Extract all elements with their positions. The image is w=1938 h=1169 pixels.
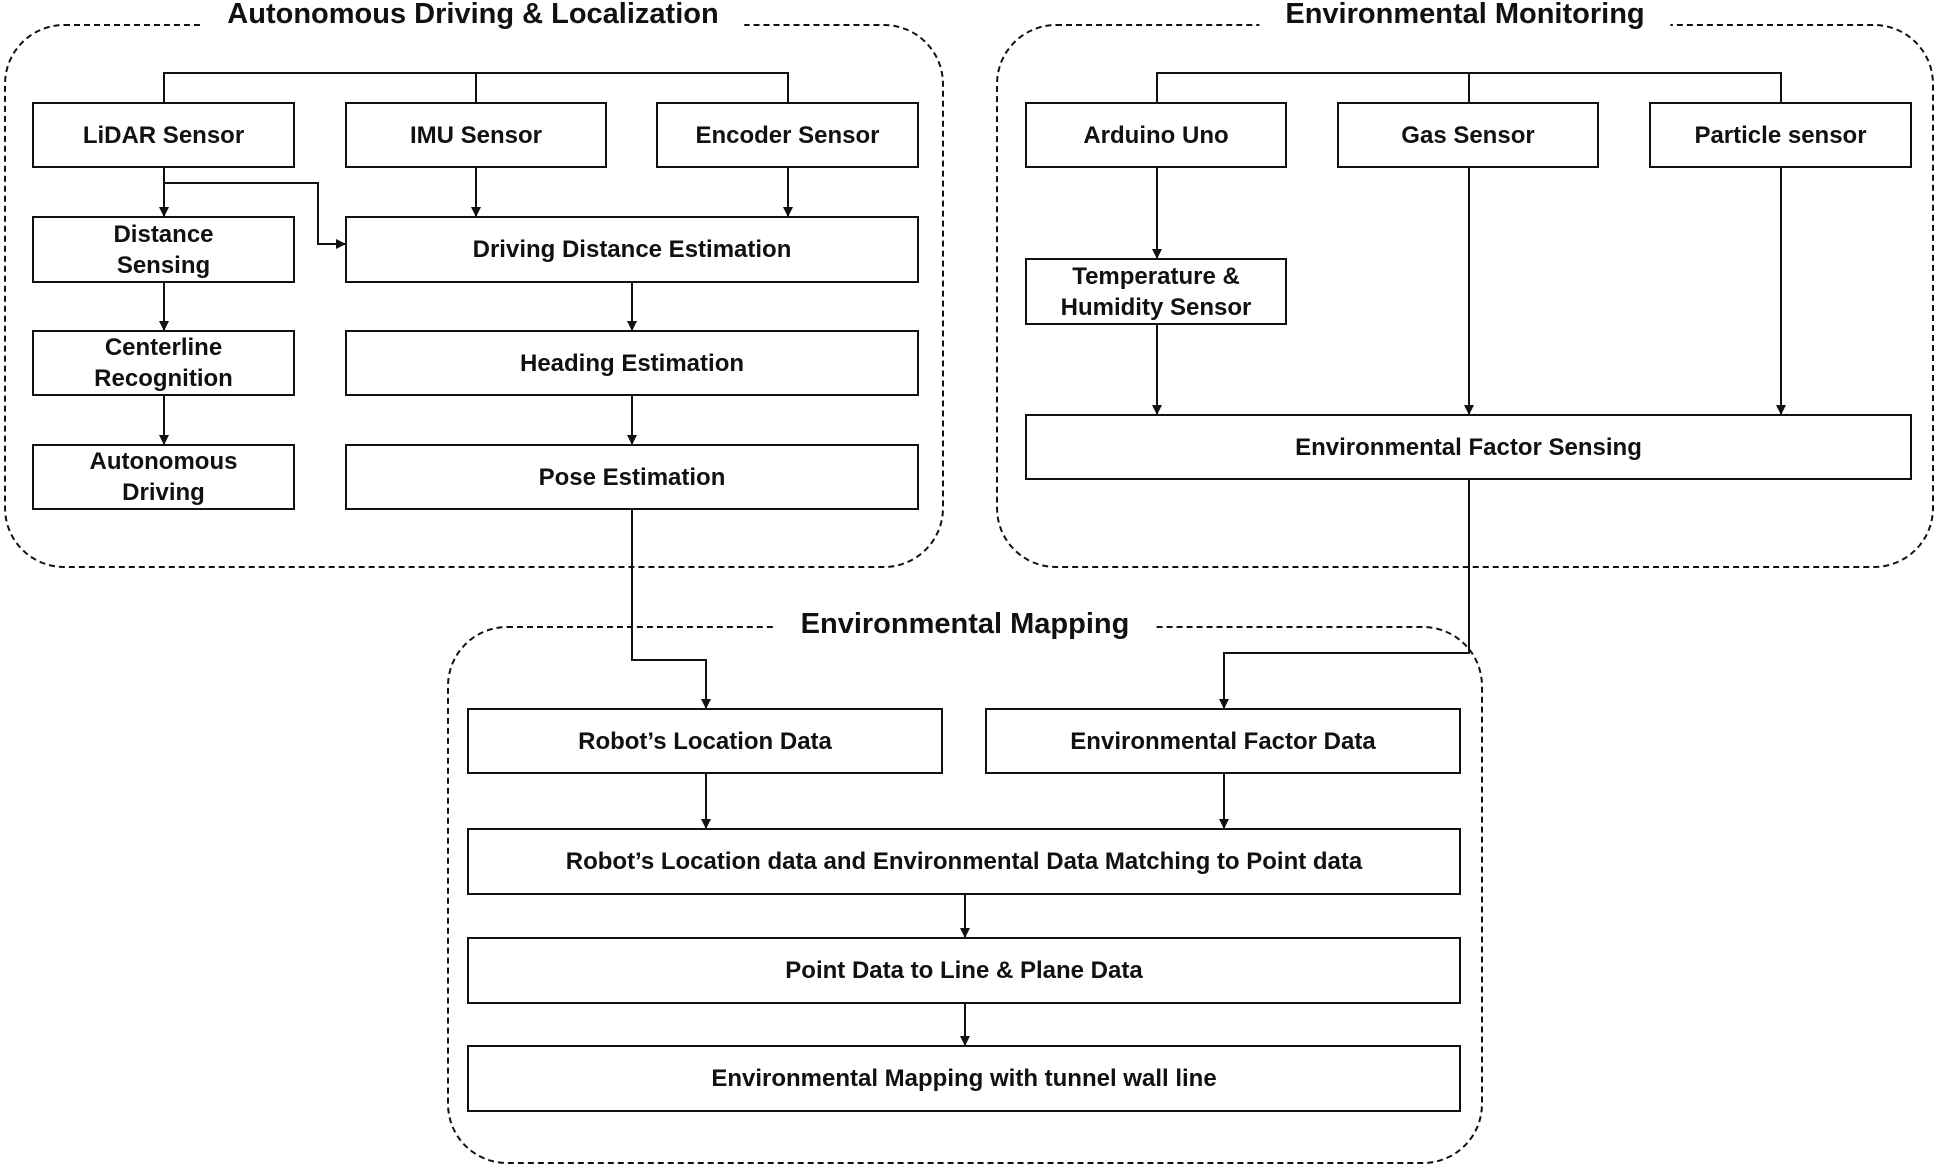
node-autonomous-driving: Autonomous Driving bbox=[32, 444, 295, 510]
node-lidar-sensor: LiDAR Sensor bbox=[32, 102, 295, 168]
edge-pose-robotlocation bbox=[631, 510, 711, 709]
node-particle-sensor: Particle sensor bbox=[1649, 102, 1912, 168]
node-environmental-factor-data: Environmental Factor Data bbox=[985, 708, 1461, 774]
node-heading-estimation: Heading Estimation bbox=[345, 330, 919, 396]
node-environmental-mapping-wall-line: Environmental Mapping with tunnel wall l… bbox=[467, 1045, 1461, 1112]
group-title-monitoring: Environmental Monitoring bbox=[1259, 0, 1671, 31]
node-encoder-sensor: Encoder Sensor bbox=[656, 102, 919, 168]
node-distance-sensing: Distance Sensing bbox=[32, 216, 295, 283]
node-temperature-humidity-sensor: Temperature & Humidity Sensor bbox=[1025, 258, 1287, 325]
group-title-mapping: Environmental Mapping bbox=[774, 607, 1156, 641]
node-driving-distance-estimation: Driving Distance Estimation bbox=[345, 216, 919, 283]
edge-lidar-driving bbox=[164, 182, 346, 249]
node-gas-sensor: Gas Sensor bbox=[1337, 102, 1599, 168]
node-location-environment-matching: Robot’s Location data and Environmental … bbox=[467, 828, 1461, 895]
node-robot-location-data: Robot’s Location Data bbox=[467, 708, 943, 774]
edge-envsensing-envdata bbox=[1219, 480, 1470, 709]
node-environmental-factor-sensing: Environmental Factor Sensing bbox=[1025, 414, 1912, 480]
group-title-autonomous: Autonomous Driving & Localization bbox=[201, 0, 745, 31]
node-centerline-recognition: Centerline Recognition bbox=[32, 330, 295, 396]
node-pose-estimation: Pose Estimation bbox=[345, 444, 919, 510]
node-point-to-line-plane: Point Data to Line & Plane Data bbox=[467, 937, 1461, 1004]
node-arduino-uno: Arduino Uno bbox=[1025, 102, 1287, 168]
node-imu-sensor: IMU Sensor bbox=[345, 102, 607, 168]
